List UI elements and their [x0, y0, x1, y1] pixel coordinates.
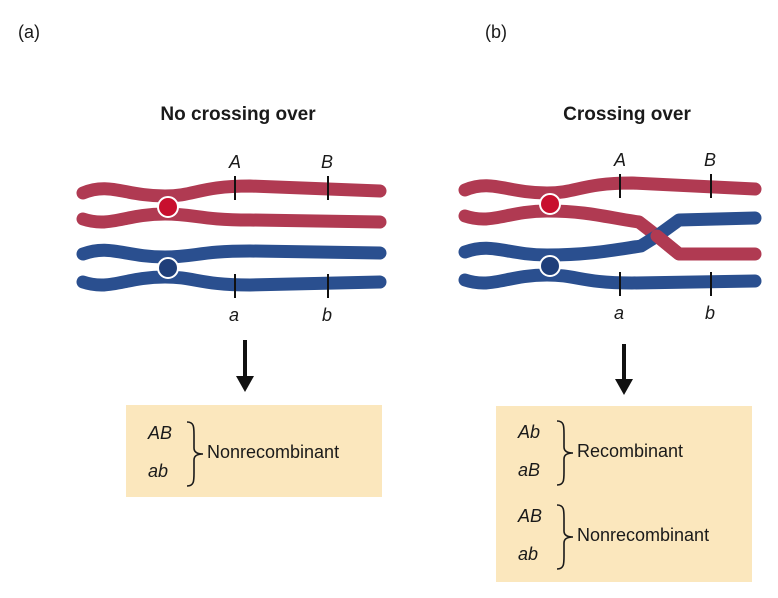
result-label: Nonrecombinant [577, 525, 710, 545]
curly-brace-icon [186, 421, 204, 487]
red-chromatid-top [458, 176, 762, 200]
chromosome-diagram: A B a b [458, 150, 762, 395]
red-crossover-overlap [650, 229, 686, 261]
genotype: ab [518, 544, 539, 564]
gene-label: b [322, 305, 332, 325]
genotype: Ab [518, 422, 541, 442]
gene-label: B [321, 152, 333, 172]
genotype: aB [518, 460, 541, 480]
gene-label: a [614, 303, 624, 323]
genotype: AB [148, 423, 173, 443]
panel-letter: (b) [485, 22, 507, 42]
gene-label: a [229, 305, 239, 325]
panel-letter: (a) [18, 22, 40, 42]
chromosome-diagram: A B a b [76, 152, 387, 392]
panel-title: No crossing over [160, 104, 316, 125]
gene-label: A [613, 150, 626, 170]
panel-no-crossing-over: (a) No crossing over A B a b AB ab Nonr [18, 22, 387, 497]
blue-chromatid-crossover [458, 211, 762, 262]
result-label: Nonrecombinant [207, 442, 340, 462]
panel-crossing-over: (b) Crossing over A B a b Ab aB Re [389, 0, 778, 598]
result-label: Recombinant [577, 441, 684, 461]
red-chromatid-top [76, 179, 387, 203]
red-centromere [157, 196, 179, 218]
blue-chromatid-top [76, 243, 387, 264]
gene-label: A [228, 152, 241, 172]
red-centromere [539, 193, 561, 215]
gene-label: B [704, 150, 716, 170]
down-arrow-icon [236, 340, 254, 392]
blue-centromere [539, 255, 561, 277]
genotype: AB [518, 506, 543, 526]
genotype: ab [148, 461, 169, 481]
down-arrow-icon [615, 344, 633, 395]
result-box: AB ab Nonrecombinant [126, 405, 382, 497]
red-chromatid-bottom [76, 207, 387, 229]
panel-title: Crossing over [563, 104, 691, 125]
blue-chromatid-bottom [76, 270, 387, 292]
result-box: Ab aB Recombinant AB ab Nonrecombinant [496, 406, 752, 582]
curly-brace-icon [556, 504, 574, 570]
curly-brace-icon [556, 420, 574, 486]
gene-label: b [705, 303, 715, 323]
blue-centromere [157, 257, 179, 279]
